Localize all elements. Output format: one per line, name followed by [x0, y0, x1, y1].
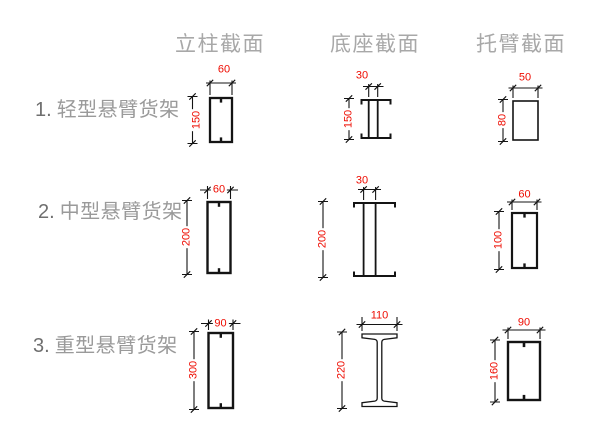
dim-light-column-height: 150 [190, 108, 203, 132]
row-number: 2. [38, 201, 55, 223]
figure-light-arm-section [498, 84, 543, 146]
dim-medium-base-width: 30 [355, 174, 369, 187]
dim-heavy-column-height: 300 [187, 358, 200, 382]
dim-heavy-arm-width: 90 [517, 316, 531, 328]
dim-medium-column-width: 60 [210, 183, 228, 196]
dim-light-base-width: 30 [355, 69, 369, 82]
figure-medium-base-section [318, 185, 396, 282]
row-name: 中型悬臂货架 [59, 201, 183, 223]
row-name: 重型悬臂货架 [54, 335, 178, 357]
figure-heavy-column-section [189, 319, 241, 414]
dim-heavy-base-width: 110 [370, 309, 389, 322]
dim-medium-base-height: 200 [316, 227, 329, 251]
row-number: 3. [33, 335, 50, 357]
row-label-heavy-rack: 3.重型悬臂货架 [33, 329, 178, 358]
dim-heavy-base-height: 220 [335, 358, 348, 382]
row-label-medium-rack: 2.中型悬臂货架 [38, 195, 183, 224]
figure-medium-column-section [182, 186, 238, 279]
figure-medium-arm-section [494, 198, 542, 274]
figure-heavy-arm-section [490, 326, 546, 406]
figure-light-base-section [344, 82, 392, 144]
dim-medium-column-height: 200 [180, 225, 193, 249]
dim-light-arm-width: 50 [518, 71, 532, 84]
header-column-section: 立柱截面 [175, 33, 265, 56]
dim-light-arm-height: 80 [496, 111, 509, 129]
dim-medium-arm-height: 100 [492, 228, 505, 252]
dim-light-base-height: 150 [342, 107, 355, 131]
header-arm-section: 托臂截面 [476, 33, 566, 56]
dim-heavy-arm-height: 160 [488, 359, 501, 383]
figure-light-column-section [187, 79, 236, 148]
row-number: 1. [35, 99, 52, 121]
dim-medium-arm-width: 60 [518, 188, 531, 201]
row-label-light-rack: 1.轻型悬臂货架 [35, 93, 180, 122]
dim-light-column-width: 60 [217, 63, 231, 76]
header-base-section: 底座截面 [330, 33, 420, 56]
row-name: 轻型悬臂货架 [56, 99, 180, 121]
dim-heavy-column-width: 90 [212, 317, 229, 329]
